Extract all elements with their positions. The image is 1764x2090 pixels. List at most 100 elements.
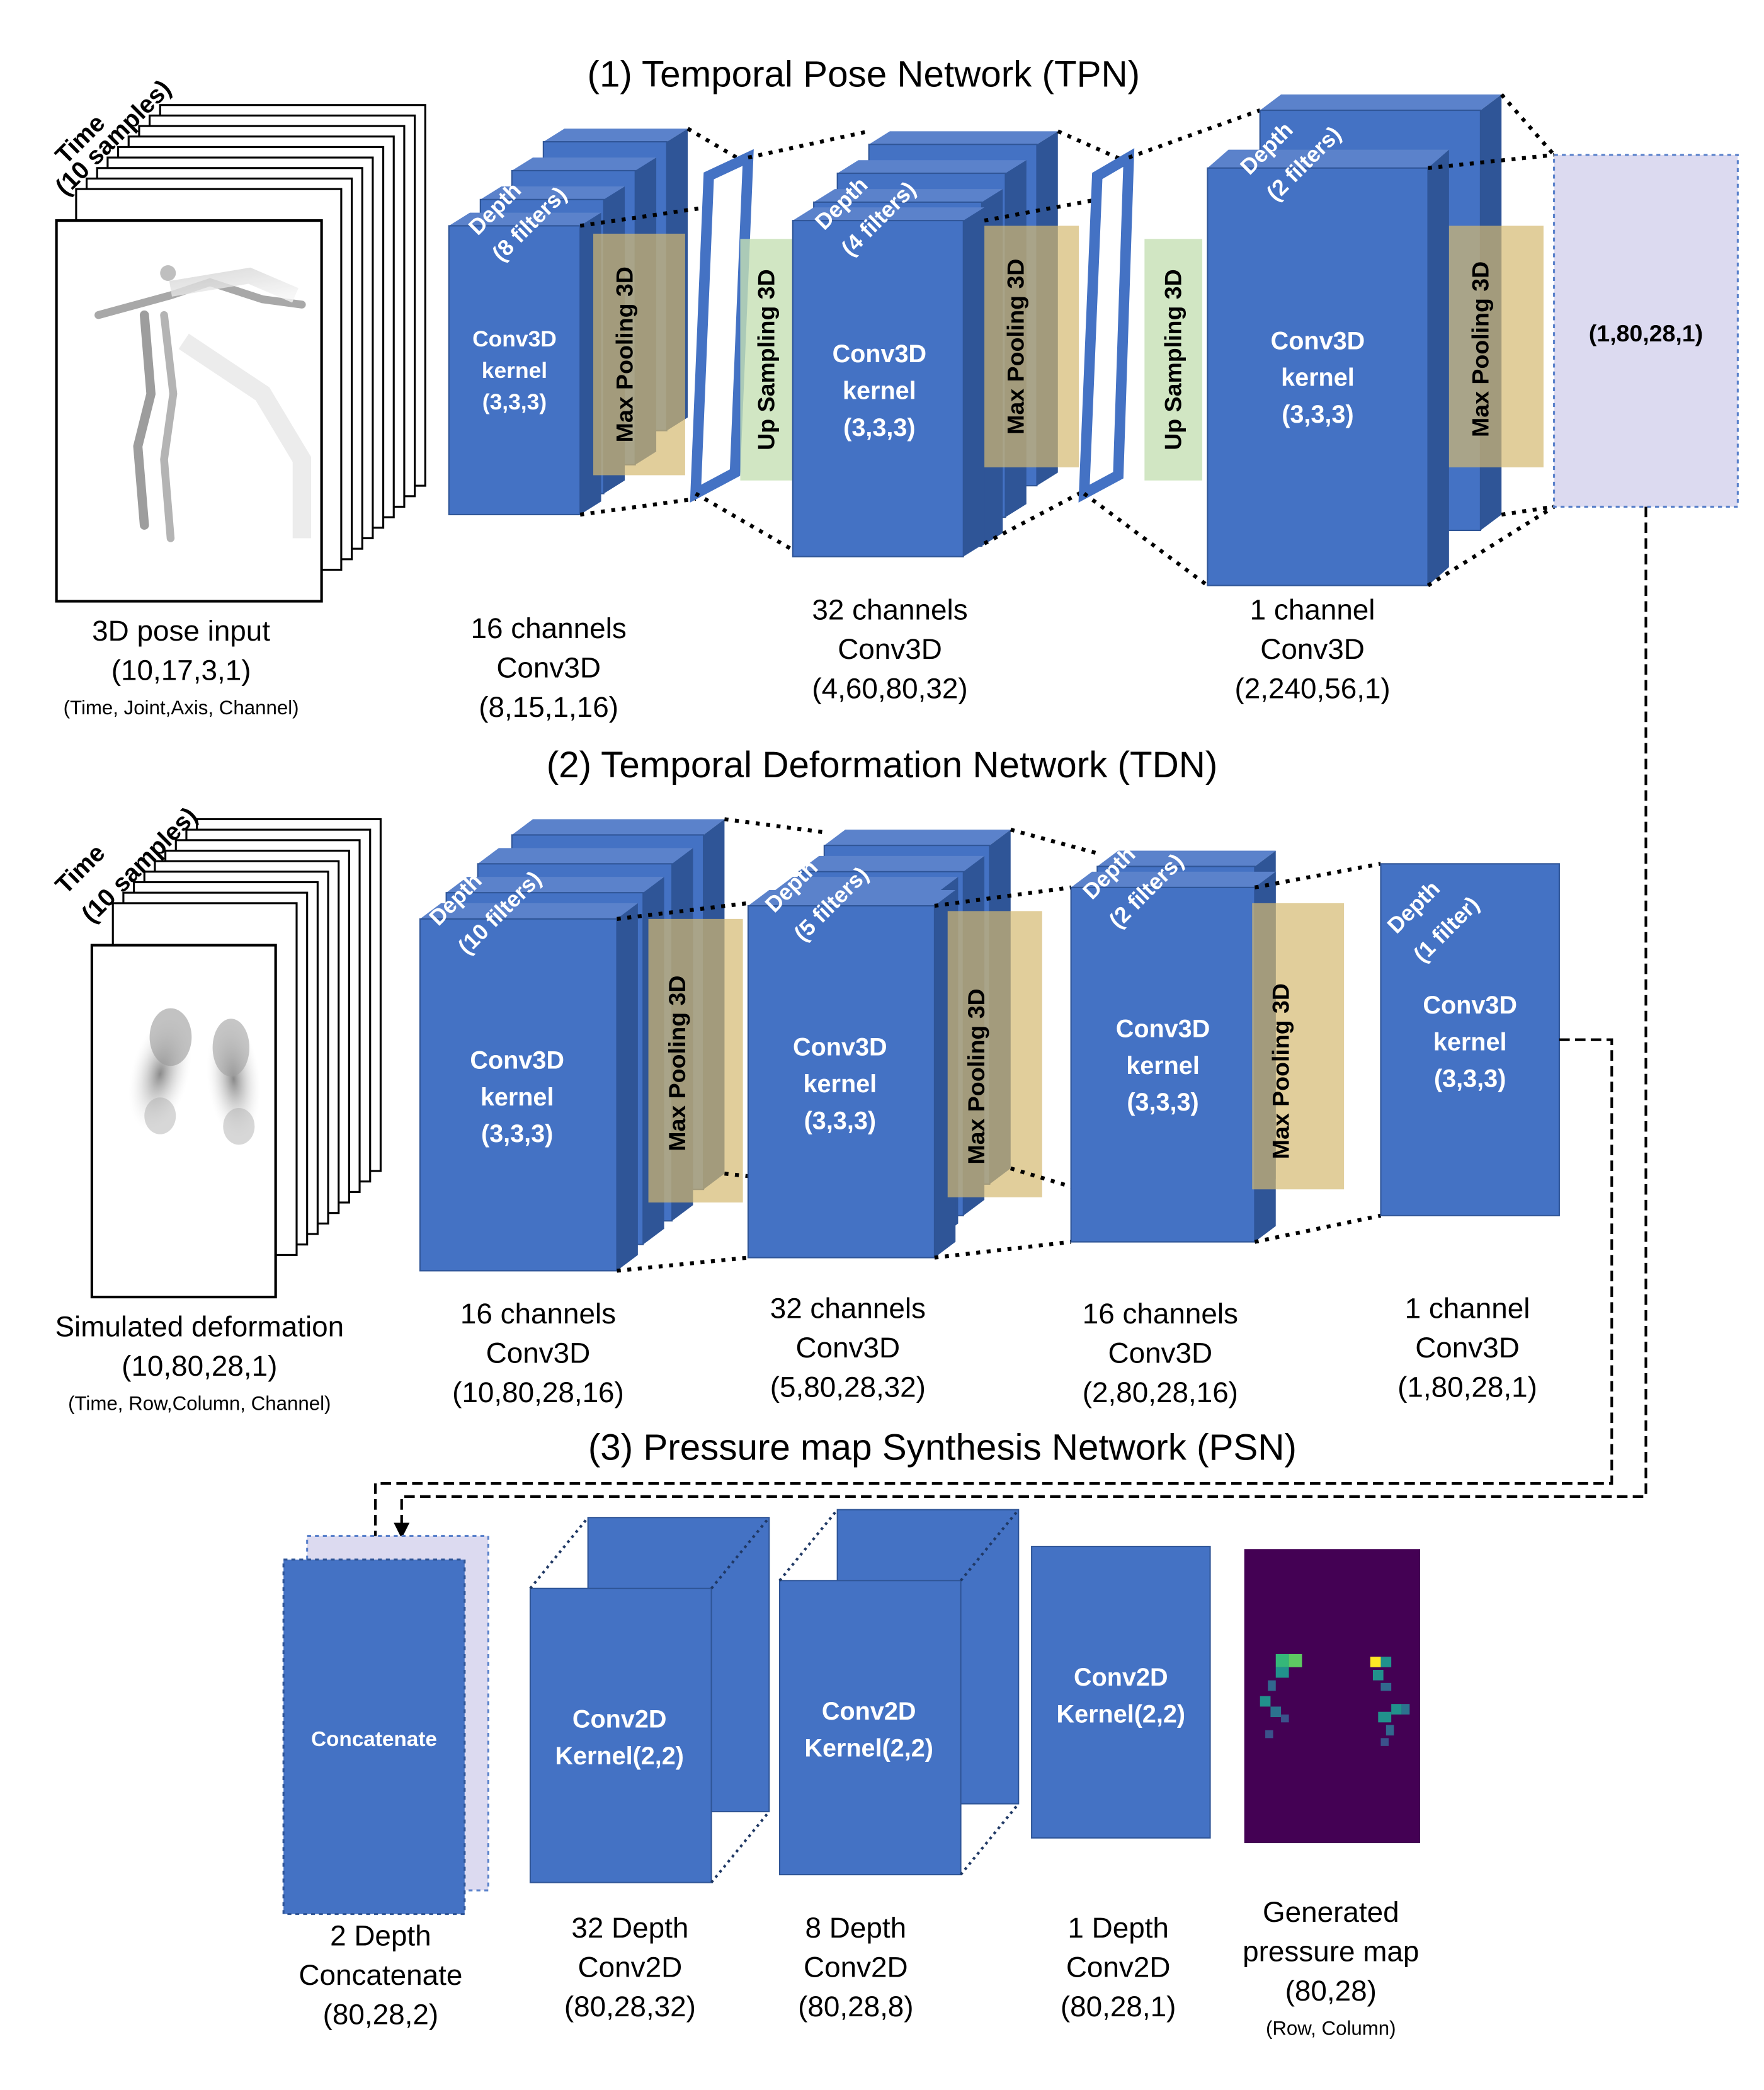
- psn-block-2-caption-1: 8 Depth: [805, 1911, 907, 1944]
- pressure-hotspots: [1260, 1653, 1410, 1746]
- psn-block-1-caption-2: Conv2D: [578, 1951, 683, 1984]
- tdn-block-2-conv: Conv3D: [793, 1034, 887, 1061]
- psn-block-3-conv: Conv2D: [1074, 1664, 1168, 1691]
- tpn-block-3-caption-1: 1 channel: [1250, 593, 1375, 626]
- tdn-block-3-size: (3,3,3): [1127, 1088, 1198, 1116]
- tdn-conv-block-1: Depth (10 filters) Conv3D kernel (3,3,3)…: [419, 819, 743, 1408]
- psn-block-3-caption-2: Conv2D: [1066, 1951, 1171, 1984]
- tpn-maxpool-2: [984, 226, 1079, 467]
- tpn-block-1-caption-3: (8,15,1,16): [479, 690, 618, 723]
- psn-block-1-conv: Conv2D: [572, 1706, 667, 1733]
- psn-title: (3) Pressure map Synthesis Network (PSN): [588, 1427, 1297, 1468]
- tpn-block-1-caption-1: 16 channels: [471, 612, 627, 644]
- psn-block-3-caption-1: 1 Depth: [1067, 1911, 1169, 1944]
- tdn-conv-block-2: Depth (5 filters) Conv3D kernel (3,3,3) …: [747, 830, 1042, 1403]
- psn-block-2-caption-3: (80,28,8): [798, 1990, 914, 2023]
- tdn-block-2-caption-2: Conv3D: [796, 1331, 901, 1364]
- tdn-block-4-caption-1: 1 channel: [1405, 1291, 1530, 1324]
- tpn-block-2-caption-2: Conv3D: [838, 632, 942, 665]
- tpn-block-1-caption-2: Conv3D: [496, 651, 601, 683]
- pressure-map-caption-4: (Row, Column): [1266, 2017, 1396, 2039]
- tdn-maxpool-2-label: Max Pooling 3D: [963, 988, 989, 1164]
- psn-block-2-conv: Conv2D: [822, 1698, 916, 1725]
- tdn-block-1-kernel: kernel: [481, 1083, 554, 1111]
- tdn-block-4-caption-2: Conv3D: [1415, 1331, 1520, 1364]
- deformation-axes: (Time, Row,Column, Channel): [68, 1392, 331, 1414]
- tdn-block-1-caption-2: Conv3D: [486, 1336, 591, 1369]
- tpn-block-2-caption-3: (4,60,80,32): [812, 672, 967, 705]
- psn-concatenate-block: Concatenate 2 Depth Concatenate (80,28,2…: [282, 1534, 489, 2031]
- tpn-maxpool-1-label: Max Pooling 3D: [612, 266, 638, 442]
- tdn-maxpool-1-label: Max Pooling 3D: [664, 976, 690, 1151]
- tdn-to-psn-connector: [373, 1038, 1613, 1550]
- tdn-block-3-kernel: kernel: [1126, 1052, 1200, 1080]
- deformation-input-stack: Time (10 samples) Simulated deformation …: [50, 802, 382, 1414]
- tdn-conv-block-4: Depth (1 filter) Conv3D kernel (3,3,3) 1…: [1380, 863, 1560, 1403]
- tpn-block-2-face: [792, 220, 964, 557]
- tpn-upsample-1-label: Up Sampling 3D: [753, 269, 780, 450]
- psn-concat-caption-1: 2 Depth: [330, 1919, 431, 1952]
- tdn-maxpool-2: [947, 911, 1042, 1197]
- pressure-map-caption-2: pressure map: [1243, 1935, 1419, 1968]
- tpn-connector-1: [579, 127, 747, 517]
- tdn-block-3-conv: Conv3D: [1116, 1015, 1210, 1042]
- deformation-feet-image: [128, 1008, 261, 1145]
- psn-conv2d-block-3: Conv2D Kernel(2,2) 1 Depth Conv2D (80,28…: [1031, 1546, 1211, 2023]
- tpn-output-box: (1,80,28,1): [1553, 154, 1739, 508]
- tpn-maxpool-2-label: Max Pooling 3D: [1003, 259, 1029, 435]
- deformation-caption: Simulated deformation: [55, 1310, 344, 1343]
- tdn-block-2-caption-3: (5,80,28,32): [770, 1370, 926, 1403]
- tpn-to-psn-connector: [400, 506, 1647, 1523]
- tpn-conv-block-3: Depth (2 filters) Conv3D kernel (3,3,3) …: [1207, 94, 1544, 705]
- tdn-block-2-kernel: kernel: [804, 1070, 877, 1098]
- tpn-block-2-conv: Conv3D: [833, 340, 927, 368]
- tpn-block-2-caption-1: 32 channels: [812, 593, 967, 626]
- tpn-maxpool-3-label: Max Pooling 3D: [1467, 261, 1493, 437]
- psn-concat-caption-2: Concatenate: [299, 1958, 462, 1991]
- psn-block-3-kernel: Kernel(2,2): [1057, 1700, 1186, 1728]
- tdn-block-3-caption-3: (2,80,28,16): [1083, 1376, 1238, 1408]
- tdn-block-2-caption-1: 32 channels: [770, 1291, 926, 1324]
- psn-conv2d-block-2: Conv2D Kernel(2,2) 8 Depth Conv2D (80,28…: [778, 1509, 1020, 2023]
- tpn-arrowhead: [394, 1522, 410, 1539]
- tdn-block-4-kernel: kernel: [1433, 1028, 1507, 1056]
- tdn-block-4-conv: Conv3D: [1423, 991, 1517, 1019]
- psn-concat-label: Concatenate: [311, 1728, 437, 1751]
- tdn-block-1-caption-3: (10,80,28,16): [452, 1376, 624, 1408]
- pose-skeleton-image: [94, 265, 311, 542]
- tdn-block-2-face: [747, 905, 935, 1259]
- tdn-maxpool-1: [648, 918, 743, 1203]
- tdn-block-4-size: (3,3,3): [1434, 1065, 1506, 1093]
- psn-block-2-kernel: Kernel(2,2): [804, 1735, 933, 1762]
- pressure-map-caption-1: Generated: [1263, 1895, 1399, 1928]
- tpn-block-2-kernel: kernel: [843, 377, 916, 405]
- psn-concat-caption-3: (80,28,2): [323, 1998, 439, 2031]
- tdn-block-1-face: [419, 918, 618, 1272]
- tdn-maxpool-3-label: Max Pooling 3D: [1268, 983, 1294, 1159]
- tdn-block-1-size: (3,3,3): [481, 1120, 553, 1148]
- tdn-conv-block-3: Depth (2 filters) Conv3D kernel (3,3,3) …: [1070, 842, 1345, 1408]
- tdn-block-1-caption-1: 16 channels: [460, 1297, 616, 1330]
- psn-conv2d-block-1: Conv2D Kernel(2,2) 32 Depth Conv2D (80,2…: [529, 1516, 770, 2023]
- tpn-upsample-2: Up Sampling 3D: [1078, 148, 1203, 503]
- tpn-block-3-kernel: kernel: [1281, 364, 1355, 392]
- tpn-block-3-caption-2: Conv3D: [1260, 632, 1365, 665]
- pose-input-caption: 3D pose input: [92, 614, 270, 647]
- tpn-upsample-2-label: Up Sampling 3D: [1160, 269, 1186, 450]
- tpn-upsample-1: Up Sampling 3D: [690, 149, 793, 503]
- tpn-block-3-caption-3: (2,240,56,1): [1234, 672, 1390, 705]
- pose-input-axes: (Time, Joint,Axis, Channel): [64, 697, 299, 719]
- tpn-title: (1) Temporal Pose Network (TPN): [588, 54, 1141, 95]
- pose-input-shape: (10,17,3,1): [111, 654, 251, 687]
- psn-block-3-caption-3: (80,28,1): [1061, 1990, 1176, 2023]
- tdn-block-2-size: (3,3,3): [804, 1107, 876, 1134]
- deformation-shape: (10,80,28,1): [122, 1349, 277, 1382]
- psn-block-2-caption-2: Conv2D: [804, 1951, 908, 1984]
- psn-block-1-caption-3: (80,28,32): [564, 1990, 696, 2023]
- tdn-block-4-face: [1380, 863, 1560, 1216]
- tdn-maxpool-3: [1252, 903, 1345, 1190]
- pose-input-stack: Time (10 samples) 3D pose input (10,17,3…: [50, 74, 426, 719]
- tpn-block-1-size: (3,3,3): [482, 389, 547, 414]
- tpn-conv-block-2: Depth (4 filters) Conv3D kernel (3,3,3) …: [792, 131, 1079, 705]
